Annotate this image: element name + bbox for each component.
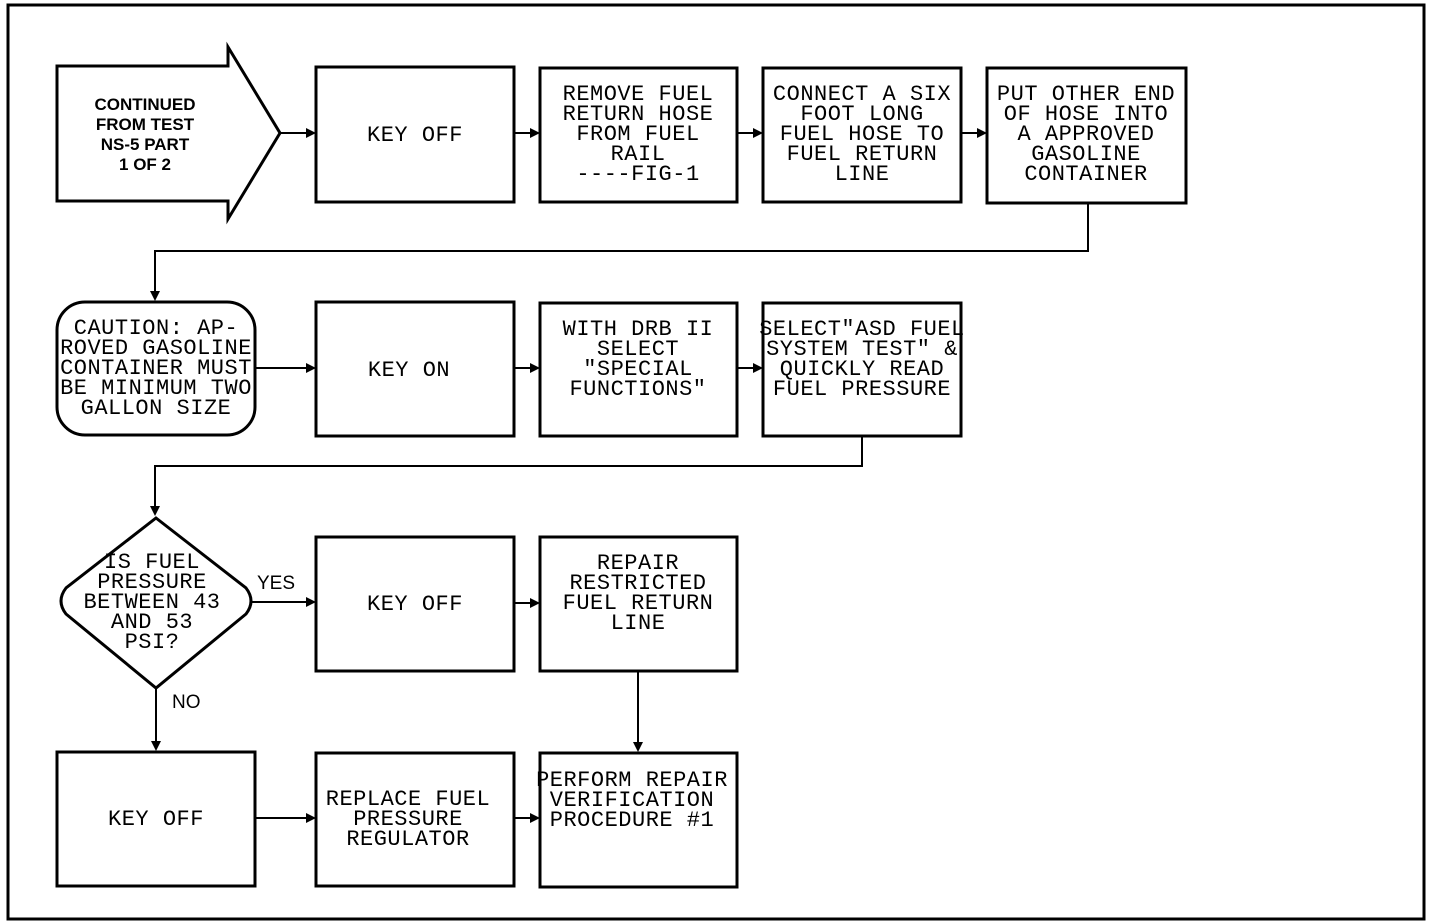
arrowhead bbox=[150, 506, 160, 516]
text-line: PRESSURE bbox=[353, 807, 463, 832]
text-line: KEY OFF bbox=[367, 123, 463, 148]
text-line: KEY ON bbox=[368, 358, 450, 383]
text-line: FUNCTIONS" bbox=[569, 377, 706, 402]
key-off-no-text: KEY OFF bbox=[108, 807, 204, 832]
text-line: CONTAINER MUST bbox=[60, 356, 252, 381]
text-line: SYSTEM TEST" & bbox=[766, 337, 958, 362]
text-line: CONNECT A SIX bbox=[773, 82, 951, 107]
text-line: WITH DRB II bbox=[563, 317, 714, 342]
yes-label: YES bbox=[257, 573, 295, 594]
text-line: CONTINUED bbox=[94, 95, 195, 114]
text-line: SELECT"ASD FUEL bbox=[759, 317, 965, 342]
text-line: FUEL PRESSURE bbox=[773, 377, 951, 402]
no-label: NO bbox=[172, 692, 201, 713]
arrowhead bbox=[150, 291, 160, 301]
text-line: ----FIG-1 bbox=[576, 162, 699, 187]
arrowhead bbox=[530, 363, 540, 373]
text-line: FROM FUEL bbox=[576, 122, 699, 147]
remove-return-hose-box bbox=[538, 66, 739, 204]
connect-six-foot-hose-box bbox=[761, 66, 963, 204]
text-line: VERIFICATION bbox=[550, 788, 714, 813]
text-line: PUT OTHER END bbox=[997, 82, 1175, 107]
key-off-step-text: KEY OFF bbox=[367, 123, 463, 148]
text-line: REGULATOR bbox=[346, 827, 469, 852]
perform-repair-verification-box bbox=[538, 751, 739, 889]
text-line: CAUTION: AP- bbox=[74, 316, 238, 341]
text-line: PSI? bbox=[125, 630, 180, 655]
text-line: "SPECIAL bbox=[583, 357, 693, 382]
text-line: BETWEEN 43 bbox=[83, 590, 220, 615]
text-line: LINE bbox=[611, 611, 666, 636]
text-line: SELECT bbox=[597, 337, 679, 362]
text-line: PRESSURE bbox=[97, 570, 207, 595]
text-line: FROM TEST bbox=[96, 115, 195, 134]
arrowhead bbox=[306, 813, 316, 823]
text-line: LINE bbox=[835, 162, 890, 187]
arrowhead bbox=[753, 363, 763, 373]
text-line: FOOT LONG bbox=[800, 102, 923, 127]
key-off-yes-text: KEY OFF bbox=[367, 592, 463, 617]
text-line: GASOLINE bbox=[1031, 142, 1141, 167]
text-line: REMOVE FUEL bbox=[563, 82, 714, 107]
text-line: CONTAINER bbox=[1024, 162, 1147, 187]
text-line: QUICKLY READ bbox=[780, 357, 944, 382]
text-line: RAIL bbox=[611, 142, 666, 167]
text-line: FUEL RETURN bbox=[563, 591, 714, 616]
arrowhead bbox=[633, 742, 643, 752]
text-line: ROVED GASOLINE bbox=[60, 336, 252, 361]
text-line: RETURN HOSE bbox=[563, 102, 714, 127]
text-line: PERFORM REPAIR bbox=[536, 768, 728, 793]
text-line: REPLACE FUEL bbox=[326, 787, 490, 812]
text-line: KEY OFF bbox=[367, 592, 463, 617]
text-line: IS FUEL bbox=[104, 550, 200, 575]
text-line: RESTRICTED bbox=[569, 571, 706, 596]
text-line: GALLON SIZE bbox=[81, 396, 232, 421]
page-frame bbox=[6, 3, 1426, 921]
start-arrow-shape bbox=[55, 41, 282, 225]
text-line: FUEL RETURN bbox=[787, 142, 938, 167]
text-line: REPAIR bbox=[597, 551, 679, 576]
arrowhead bbox=[306, 597, 316, 607]
arrowhead bbox=[306, 363, 316, 373]
text-line: NS-5 PART bbox=[101, 135, 190, 154]
put-hose-in-container-box bbox=[985, 66, 1188, 205]
arrowhead bbox=[753, 128, 763, 138]
connector-row1-to-caution bbox=[154, 203, 1089, 292]
replace-regulator-box bbox=[314, 751, 516, 888]
key-on-step-text: KEY ON bbox=[368, 358, 450, 383]
arrowhead bbox=[151, 741, 161, 751]
connector-row2-to-decision bbox=[154, 436, 863, 507]
text-line: 1 OF 2 bbox=[119, 155, 171, 174]
arrowhead bbox=[977, 128, 987, 138]
arrowhead bbox=[530, 813, 540, 823]
text-line: OF HOSE INTO bbox=[1004, 102, 1168, 127]
arrowhead bbox=[530, 598, 540, 608]
text-line: PROCEDURE #1 bbox=[550, 808, 714, 833]
text-line: A APPROVED bbox=[1017, 122, 1154, 147]
text-line: KEY OFF bbox=[108, 807, 204, 832]
drb-special-functions-box bbox=[538, 301, 739, 438]
text-line: FUEL HOSE TO bbox=[780, 122, 944, 147]
text-line: AND 53 bbox=[111, 610, 193, 635]
arrowhead bbox=[530, 128, 540, 138]
text-line: BE MINIMUM TWO bbox=[60, 376, 252, 401]
arrowhead bbox=[306, 128, 316, 138]
key-off-step-box bbox=[314, 65, 516, 204]
